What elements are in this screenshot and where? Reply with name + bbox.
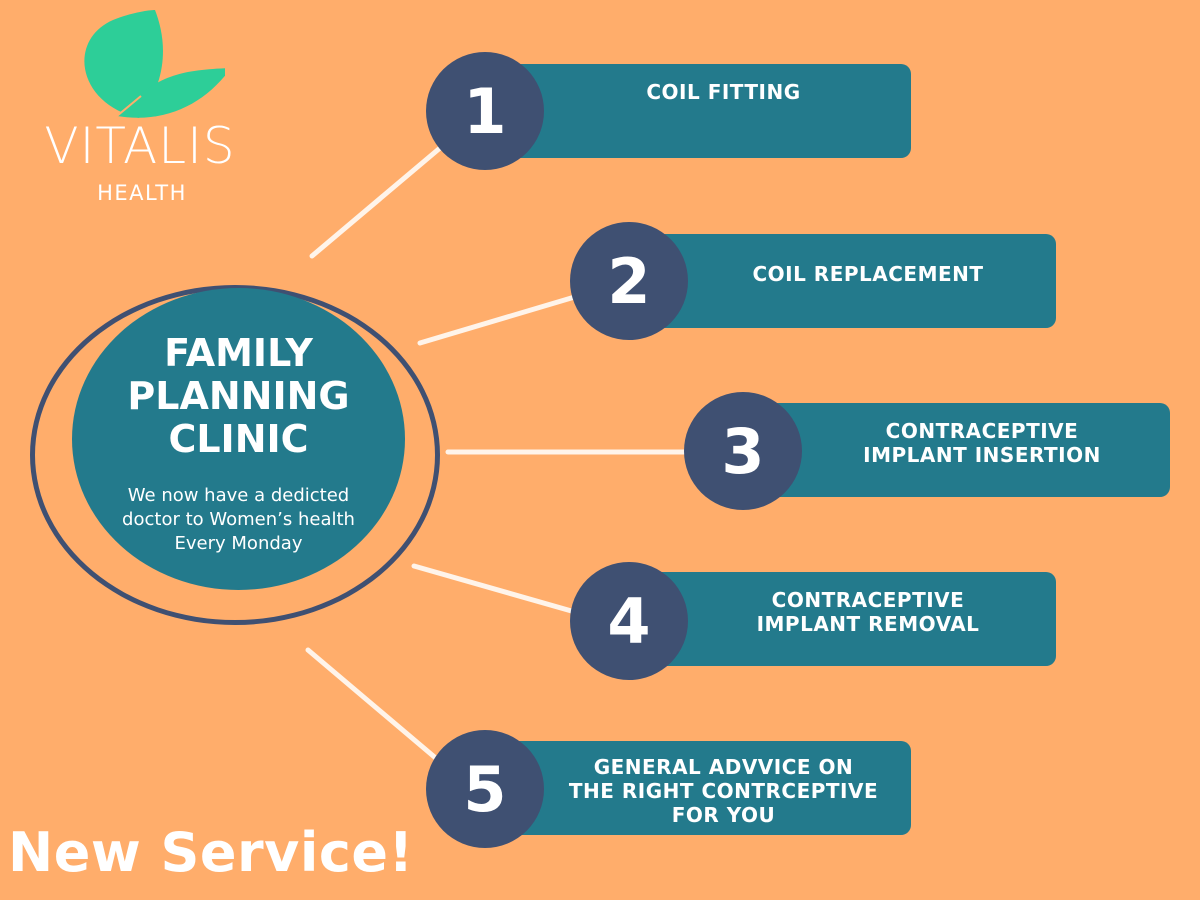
step-bar-3: CONTRACEPTIVE IMPLANT INSERTION bbox=[734, 403, 1170, 497]
step-number-2: 2 bbox=[570, 222, 688, 340]
step-label-3: CONTRACEPTIVE IMPLANT INSERTION bbox=[863, 419, 1101, 467]
connector-line-1 bbox=[309, 145, 443, 259]
hub-description: We now have a dedicted doctor to Women’s… bbox=[122, 485, 355, 554]
step-bar-2: COIL REPLACEMENT bbox=[620, 234, 1056, 328]
step-label-5: GENERAL ADVVICE ON THE RIGHT CONTRCEPTIV… bbox=[568, 755, 879, 827]
connector-line-2 bbox=[417, 293, 581, 346]
step-number-5: 5 bbox=[426, 730, 544, 848]
new-service-banner: New Service! bbox=[8, 821, 414, 884]
step-number-3: 3 bbox=[684, 392, 802, 510]
step-bar-4: CONTRACEPTIVE IMPLANT REMOVAL bbox=[620, 572, 1056, 666]
hub-title: FAMILY PLANNING CLINIC bbox=[127, 331, 350, 461]
step-label-4: CONTRACEPTIVE IMPLANT REMOVAL bbox=[756, 588, 980, 636]
connector-line-4 bbox=[411, 563, 578, 615]
brand-name: VITALIS bbox=[44, 117, 236, 175]
step-bar-1: COIL FITTING bbox=[476, 64, 911, 158]
brand-logo: VITALIS HEALTH bbox=[20, 8, 260, 208]
step-bar-5: GENERAL ADVVICE ON THE RIGHT CONTRCEPTIV… bbox=[476, 741, 911, 835]
step-number-4: 4 bbox=[570, 562, 688, 680]
step-number-1: 1 bbox=[426, 52, 544, 170]
connector-line-5 bbox=[305, 647, 441, 763]
hub-ring bbox=[30, 285, 440, 625]
hub-circle: FAMILY PLANNING CLINIC We now have a ded… bbox=[72, 288, 405, 590]
brand-subtitle: HEALTH bbox=[97, 181, 187, 205]
step-label-2: COIL REPLACEMENT bbox=[752, 262, 984, 286]
step-label-1: COIL FITTING bbox=[646, 80, 801, 104]
leaf-icon bbox=[84, 10, 225, 118]
